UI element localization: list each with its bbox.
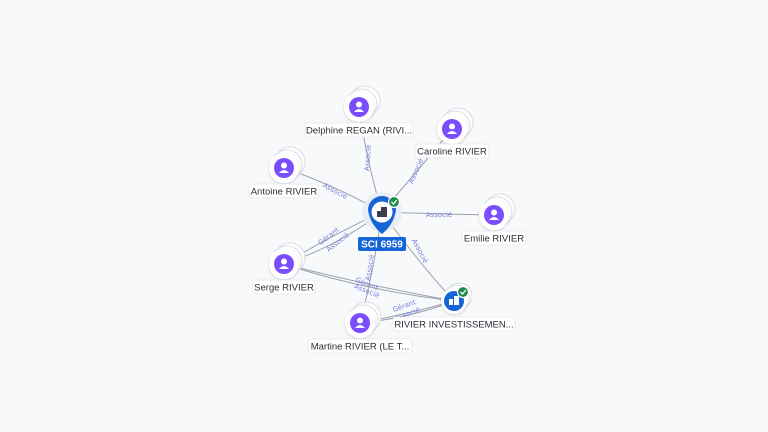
person-body <box>279 266 289 269</box>
node-martine[interactable]: Martine RIVIER (LE T... <box>307 301 413 354</box>
node-label-bg <box>248 183 320 199</box>
building-part <box>449 299 453 305</box>
building-icon <box>377 211 381 217</box>
node-label-bg <box>414 143 490 159</box>
building-part <box>454 296 459 305</box>
person-head <box>491 209 497 216</box>
person-body <box>279 170 289 173</box>
node-label: Delphine REGAN (RIVI... <box>306 125 412 136</box>
person-head <box>281 162 287 169</box>
check-mark <box>391 199 398 205</box>
center-node[interactable]: SCI 6959 <box>358 192 406 251</box>
node-label: Emilie RIVIER <box>464 233 524 244</box>
node-label: Serge RIVIER <box>254 282 314 293</box>
check-mark <box>460 289 467 295</box>
node-label: Antoine RIVIER <box>251 186 318 197</box>
node-label: Caroline RIVIER <box>417 146 487 157</box>
person-body <box>489 217 499 220</box>
node-label-bg <box>392 316 516 332</box>
node-label-bg <box>304 122 414 138</box>
node-label-bg <box>307 338 413 354</box>
node-label: Martine RIVIER (LE T... <box>311 341 410 352</box>
person-body <box>447 131 457 134</box>
node-label-bg <box>252 279 316 295</box>
person-head <box>356 101 362 108</box>
check-icon <box>456 285 470 299</box>
edge-line <box>283 263 455 302</box>
edge-label: Associé <box>426 211 452 219</box>
person-head <box>449 123 455 130</box>
node-label: RIVIER INVESTISSEMEN... <box>394 319 513 330</box>
node-delphine[interactable]: Delphine REGAN (RIVI... <box>304 85 414 138</box>
person-head <box>357 317 363 324</box>
edge-label: Associé <box>407 157 425 184</box>
node-serge[interactable]: Serge RIVIER <box>252 242 316 295</box>
nodes-layer: Delphine REGAN (RIVI... Caroline RIVIER An… <box>248 85 527 354</box>
node-emilie[interactable]: Emilie RIVIER <box>461 193 527 246</box>
node-caroline[interactable]: Caroline RIVIER <box>414 107 490 159</box>
center-label: SCI 6959 <box>361 240 403 251</box>
edge-label: Associé <box>410 237 429 264</box>
person-head <box>281 258 287 265</box>
building-part <box>381 207 387 217</box>
center-label-bg <box>358 237 406 251</box>
edge-label: Associé <box>364 254 376 281</box>
node-antoine[interactable]: Antoine RIVIER <box>248 146 320 199</box>
check-icon <box>387 195 401 209</box>
edge-label: Associé <box>321 181 348 200</box>
edge-line <box>283 263 455 302</box>
node-label-bg <box>461 230 527 246</box>
edge-label: Associé <box>363 144 373 171</box>
person-body <box>355 325 365 328</box>
person-body <box>354 109 364 112</box>
node-rivinv[interactable]: RIVIER INVESTISSEMEN... <box>392 282 516 332</box>
